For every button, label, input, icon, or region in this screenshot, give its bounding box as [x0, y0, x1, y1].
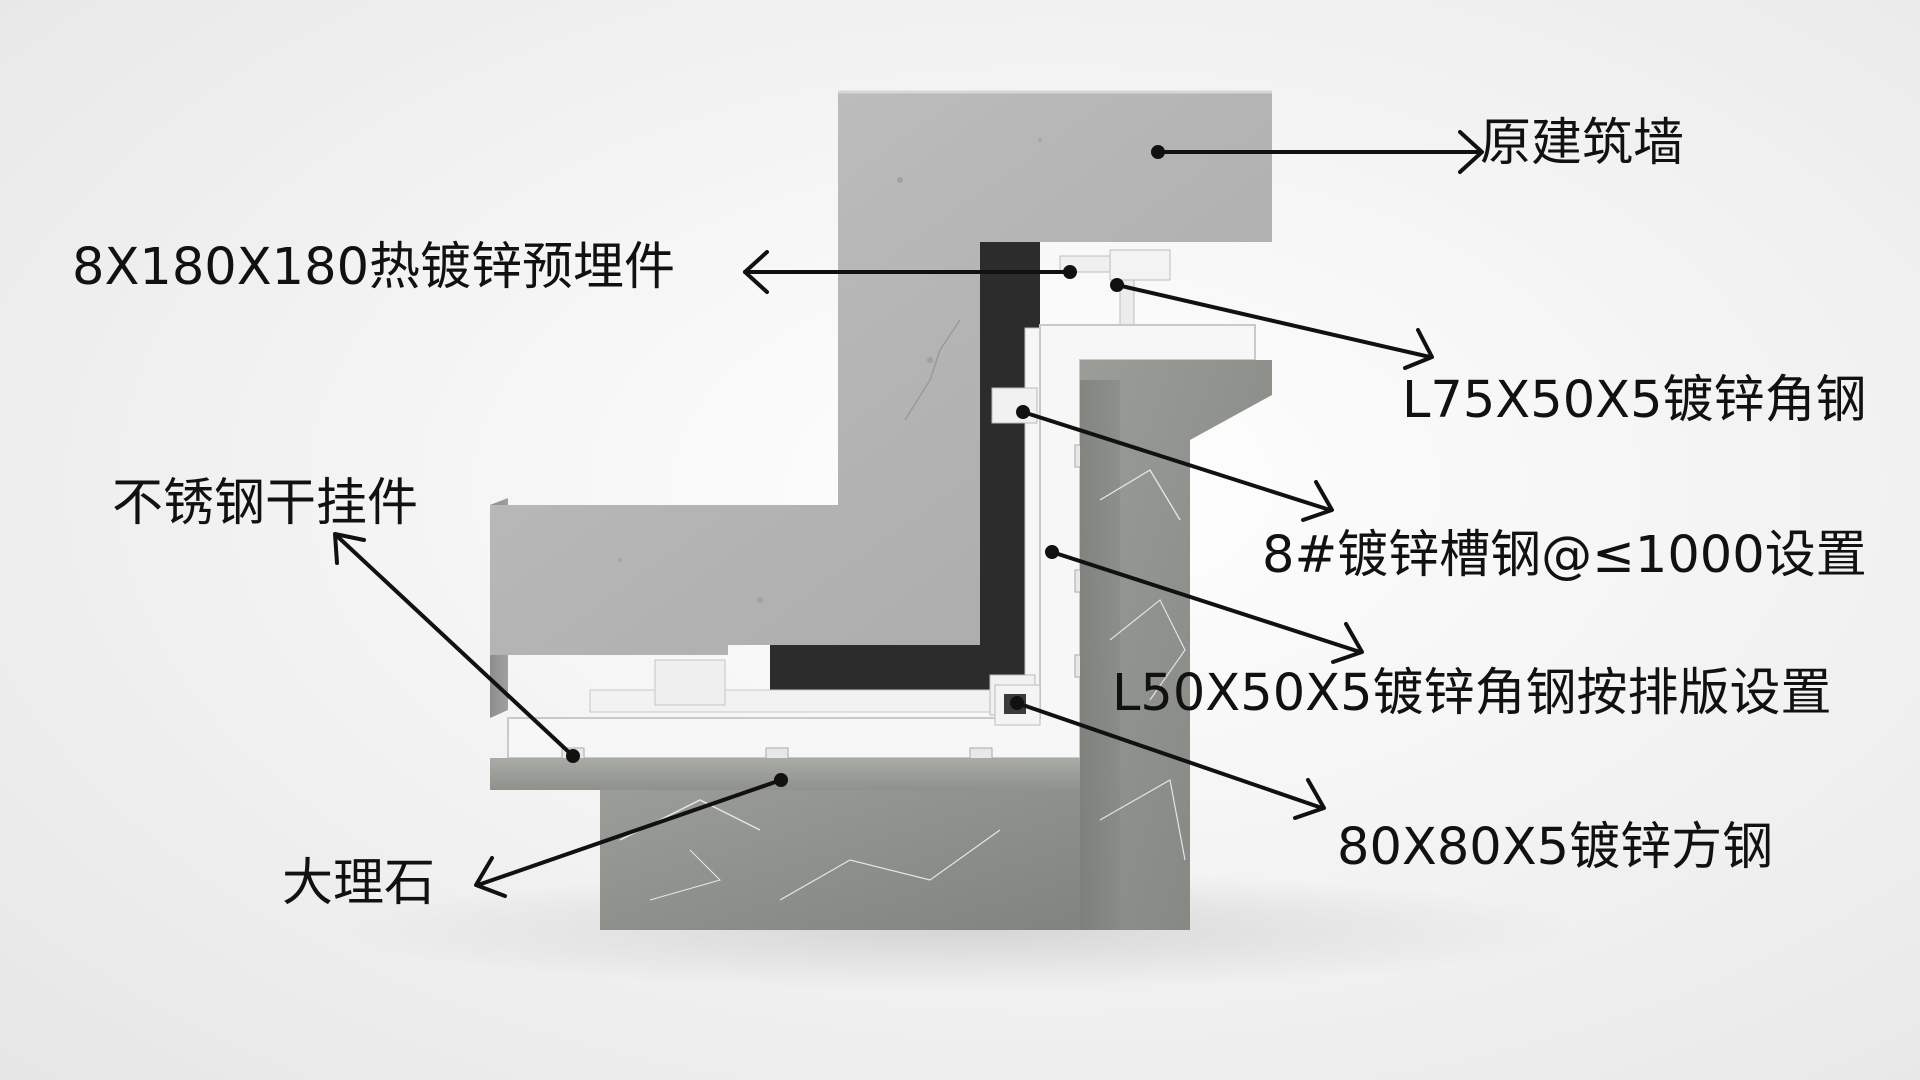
label-embedded-plate: 8X180X180热镀锌预埋件: [72, 238, 676, 297]
anchor-stainless-hanger: [566, 749, 580, 763]
concrete-texture: [927, 357, 933, 363]
marble-vein: [1109, 599, 1186, 701]
marble-horizontal-slab-top: [490, 758, 1080, 790]
arrowhead-channel-steel: [1301, 480, 1334, 522]
marble-vertical-slab: [1080, 360, 1272, 930]
marble-vein: [1099, 469, 1181, 521]
anchor-angle-l75: [1110, 278, 1124, 292]
angle-steel-l50: [991, 387, 1038, 424]
arrowhead-embedded-plate: [743, 250, 769, 294]
marble-horizontal-slab: [600, 790, 1080, 930]
arrowhead-original-wall: [1458, 130, 1484, 174]
arrowhead-angle-l75: [1403, 328, 1434, 370]
arrowhead-angle-l50: [1331, 622, 1364, 664]
marble-vein: [649, 849, 721, 901]
leader-angle-l50: [1050, 550, 1362, 654]
label-angle-steel-l75: L75X50X5镀锌角钢: [1402, 371, 1867, 430]
anchor-channel-steel: [1016, 405, 1030, 419]
marble-cladding: [490, 360, 1272, 930]
original-wall: [490, 90, 1272, 718]
label-angle-steel-l50: L50X50X5镀锌角钢按排版设置: [1112, 664, 1832, 723]
arrowhead-marble: [474, 856, 507, 898]
angle-steel-horizontal: [654, 659, 726, 706]
label-channel-steel: 8#镀锌槽钢@≤1000设置: [1262, 526, 1867, 585]
concrete-texture: [618, 558, 622, 562]
angle-steel-l75: [1109, 249, 1171, 281]
wall-front-face: [490, 92, 1272, 655]
anchor-embedded-plate: [1063, 265, 1077, 279]
steel-frame: [507, 249, 1256, 761]
concrete-crack: [904, 319, 961, 421]
marble-vertical-slab-edge: [1080, 380, 1120, 930]
label-stainless-hanger: 不锈钢干挂件: [112, 474, 419, 533]
anchor-angle-l50: [1045, 545, 1059, 559]
concrete-texture: [757, 597, 763, 603]
marble-vein: [779, 829, 1001, 901]
arrowhead-square-steel: [1293, 778, 1326, 820]
leader-stainless-hanger: [335, 534, 575, 758]
arrowhead-stainless-hanger: [333, 532, 366, 565]
label-marble: 大理石: [282, 854, 436, 913]
leader-lines: [333, 130, 1484, 898]
anchor-marble: [774, 773, 788, 787]
label-square-steel: 80X80X5镀锌方钢: [1337, 818, 1774, 877]
leader-square-steel: [1015, 701, 1324, 810]
anchor-original-wall: [1151, 145, 1165, 159]
concrete-texture: [897, 177, 903, 183]
leader-marble: [476, 778, 783, 887]
marble-vein: [1099, 779, 1186, 861]
label-original-wall: 原建筑墙: [1480, 114, 1685, 173]
leader-angle-l75: [1115, 283, 1432, 359]
anchor-square-steel: [1010, 696, 1024, 710]
concrete-texture: [1038, 138, 1042, 142]
leader-channel-steel: [1021, 410, 1332, 512]
